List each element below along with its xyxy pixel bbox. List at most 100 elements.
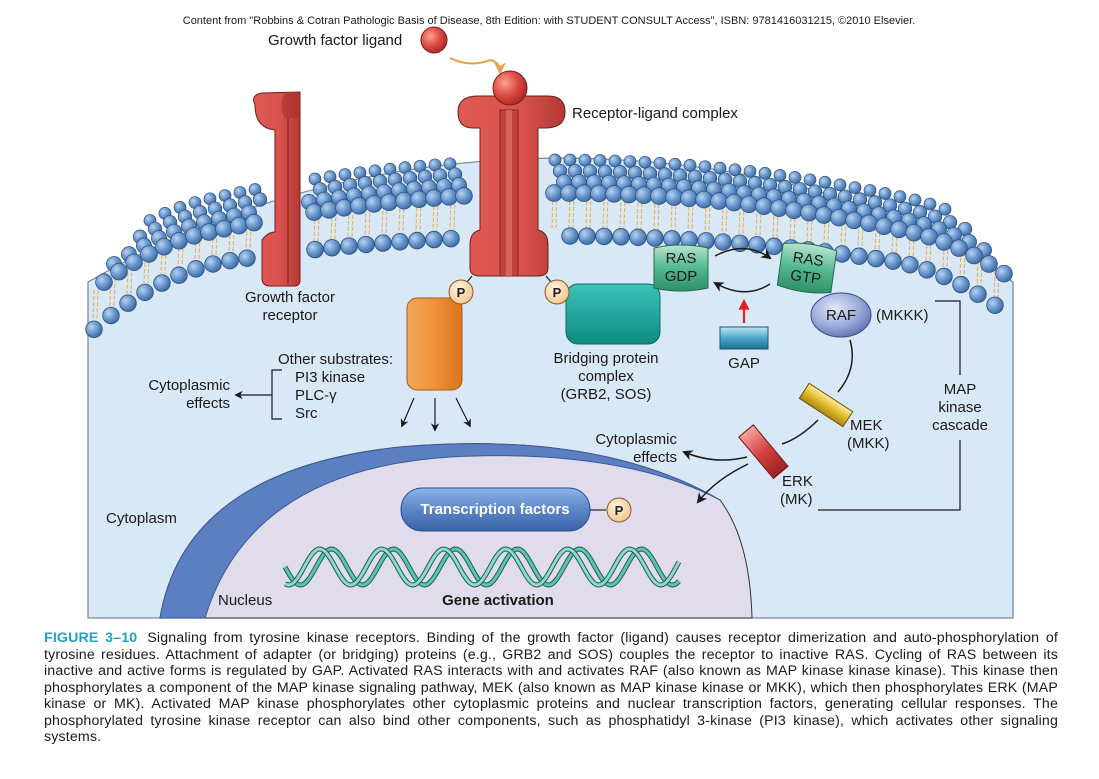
substrate-plcg: PLC-γ	[295, 387, 337, 404]
bridging-label-2: complex	[578, 368, 634, 385]
lipid-head	[320, 201, 338, 219]
lipid-tail	[810, 214, 813, 243]
lipid-tail	[827, 217, 830, 245]
lipid-head	[238, 249, 256, 267]
lipid-head	[455, 187, 473, 205]
lipid-tail	[555, 194, 558, 229]
lipid-head	[743, 165, 757, 178]
lipid-head	[908, 193, 922, 207]
svg-text:GDP: GDP	[665, 268, 698, 285]
lipid-head	[612, 228, 630, 246]
lipid-head	[357, 235, 375, 254]
lipid-head	[306, 240, 324, 259]
lipid-head	[170, 232, 188, 250]
lipid-head	[815, 206, 833, 224]
gap-label: GAP	[728, 355, 760, 372]
lipid-tail	[126, 266, 129, 294]
lipid-head	[695, 190, 713, 209]
lipid-head	[638, 155, 652, 169]
mek-to-erk-link	[781, 419, 819, 445]
bridging-label-1: Bridging protein	[553, 350, 658, 367]
mek-label-1: MEK	[850, 417, 883, 434]
lipid-head	[110, 262, 128, 281]
lipid-tail	[432, 199, 435, 232]
lipid-tail	[776, 209, 779, 239]
lipid-tail	[670, 199, 673, 231]
caption-text: Signaling from tyrosine kinase receptors…	[44, 630, 1058, 745]
lipid-tail	[640, 197, 643, 230]
lipid-head	[710, 192, 728, 210]
lipid-tail	[453, 198, 456, 231]
lipid-head	[230, 216, 248, 235]
lipid-head	[605, 185, 623, 203]
lipid-tail	[334, 211, 337, 240]
lipid-tail	[793, 212, 796, 241]
lipid-head	[653, 156, 667, 170]
lipid-head	[714, 233, 732, 251]
lipid-head	[440, 188, 458, 206]
lipid-tail	[619, 196, 622, 229]
lipid-head	[153, 274, 171, 292]
lipid-head	[740, 195, 758, 214]
lipid-head	[845, 211, 863, 230]
cyto-effects-left-label-2: effects	[186, 395, 230, 412]
svg-text:RAS: RAS	[792, 249, 825, 270]
growth-factor-receptor-label-1: Growth factor	[245, 289, 335, 306]
map-cascade-label-3: cascade	[932, 417, 988, 434]
ras-gdp: RAS GDP	[653, 244, 709, 292]
lipid-tail	[602, 195, 605, 229]
substrate-arrow-1	[400, 397, 415, 428]
lipid-head	[920, 227, 938, 246]
lipid-tail	[708, 201, 711, 233]
lipid-tail	[823, 217, 826, 245]
lipid-head	[665, 188, 683, 206]
lipid-head	[965, 246, 983, 265]
lipid-tail	[245, 225, 248, 250]
map-cascade-label-1: MAP	[944, 381, 977, 398]
lipid-head	[923, 197, 937, 211]
lipid-head	[950, 239, 968, 257]
lipid-tail	[398, 202, 401, 234]
lipid-head	[755, 197, 773, 215]
raf-to-mek-link	[837, 339, 853, 393]
lipid-head	[848, 181, 862, 194]
lipid-head	[545, 184, 563, 202]
transcription-factors-label: Transcription factors	[420, 501, 569, 518]
lipid-tail	[997, 271, 1000, 299]
lipid-head	[918, 261, 936, 279]
raf-label: RAF	[826, 307, 856, 324]
map-cascade-label-2: kinase	[938, 399, 981, 416]
svg-text:P: P	[553, 285, 562, 300]
erk-to-nucleus-arrow	[696, 463, 749, 504]
lipid-tail	[721, 203, 724, 235]
lipid-head	[125, 253, 143, 271]
lipid-head	[590, 184, 608, 203]
lipid-head	[185, 227, 203, 245]
nuclear-envelope	[159, 443, 721, 619]
source-line: Content from "Robbins & Cotran Pathologi…	[183, 15, 916, 27]
lipid-head	[204, 255, 222, 273]
lipid-tail	[385, 204, 388, 235]
lipid-head	[187, 260, 205, 278]
lipid-head	[119, 294, 137, 312]
lipid-tail	[364, 206, 367, 237]
substrate-pi3k: PI3 kinase	[295, 369, 365, 386]
ras-activation-arrow	[714, 247, 772, 260]
lipid-head	[380, 193, 398, 212]
lipid-tail	[755, 207, 758, 237]
substrate-protein	[406, 297, 463, 391]
lipid-head	[860, 214, 878, 233]
lipid-head	[646, 229, 664, 247]
lipid-head	[252, 192, 268, 207]
lipid-head	[340, 237, 358, 255]
lipid-head	[623, 155, 637, 168]
lipid-head	[335, 199, 353, 217]
lipid-tail	[381, 204, 384, 235]
lipid-tail	[942, 244, 945, 270]
lipid-head	[215, 220, 233, 238]
lipid-head	[770, 199, 788, 217]
lipid-head	[561, 227, 579, 245]
lipid-tail	[177, 242, 180, 267]
lipid-head	[698, 160, 712, 174]
